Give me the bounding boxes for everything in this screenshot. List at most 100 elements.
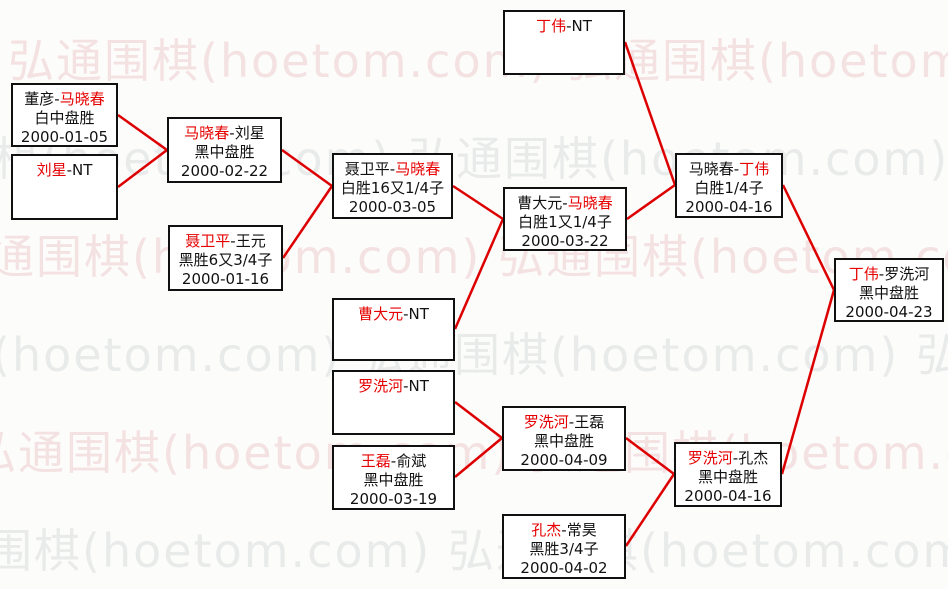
match-luoxihe-bye: 罗洗河-NT: [332, 370, 455, 435]
match-date: 2000-04-16: [685, 198, 773, 216]
match-date: 2000-04-02: [520, 559, 608, 577]
watermark-row: 弘通围棋(hoetom.com) 弘通围棋(hoetom.com) 弘通围棋(h…: [8, 34, 948, 88]
match-result: 黑中盘胜: [363, 471, 424, 489]
match-liuxing-bye: 刘星-NT: [11, 154, 118, 220]
match-maxiaochun-liuxing: 马晓春-刘星 黑中盘胜 2000-02-22: [167, 117, 282, 183]
connector-line: [281, 185, 334, 259]
winner-name: 马晓春: [184, 124, 230, 142]
connector-line: [117, 149, 168, 188]
match-date: 2000-04-23: [845, 303, 933, 321]
match-kongjie-changhao: 孔杰-常昊 黑胜3/4子 2000-04-02: [502, 514, 626, 579]
player-name: -王磊: [568, 413, 605, 431]
match-date: 2000-04-16: [684, 487, 772, 505]
winner-name: 马晓春: [567, 194, 613, 212]
match-result: 黑胜6又3/4子: [178, 251, 273, 269]
watermark-row: 弘通围棋(hoetom.com) 弘通围棋(hoetom.com) 弘通围棋(h…: [0, 524, 948, 578]
match-result: 黑胜3/4子: [529, 540, 599, 558]
match-wanglei-yubin: 王磊-俞斌 黑中盘胜 2000-03-19: [332, 445, 455, 510]
player-name: 马晓春-: [688, 160, 740, 178]
match-date: 2000-03-22: [521, 232, 609, 250]
match-date: 2000-04-09: [520, 451, 608, 469]
match-dingwei-bye: 丁伟-NT: [503, 10, 625, 75]
match-maxiaochun-dingwei: 马晓春-丁伟 白胜1/4子 2000-04-16: [675, 153, 783, 218]
player-name: -常昊: [561, 521, 597, 539]
winner-name: 罗洗河: [523, 413, 569, 431]
player-name: 董彦-: [24, 90, 60, 108]
match-date: 2000-03-05: [348, 198, 437, 216]
winner-name: 马晓春: [59, 90, 105, 108]
winner-name: 刘星: [36, 161, 67, 179]
match-players: 孔杰-常昊: [504, 521, 624, 540]
match-result: 黑中盘胜: [858, 284, 919, 302]
winner-name: 丁伟: [739, 160, 770, 178]
player-name: 曹大元-: [517, 194, 568, 212]
watermark-row: 弘通围棋(hoetom.com) 弘通围棋(hoetom.com) 弘通围棋(h…: [0, 328, 948, 382]
connector-line: [623, 41, 677, 186]
winner-name: 孔杰: [531, 521, 562, 539]
connector-line: [117, 113, 168, 152]
match-players: 曹大元-马晓春: [505, 194, 625, 213]
match-result: 黑中盘胜: [697, 468, 758, 486]
match-date: 2000-01-05: [20, 128, 109, 146]
match-date: 2000-01-16: [181, 270, 270, 288]
winner-name: 丁伟: [536, 17, 567, 35]
match-result: 白胜1又1/4子: [518, 213, 612, 231]
connector-line: [780, 289, 836, 475]
match-luoxihe-wanglei: 罗洗河-王磊 黑中盘胜 2000-04-09: [502, 406, 626, 471]
match-nieweiping-wangyuan: 聂卫平-王元 黑胜6又3/4子 2000-01-16: [168, 225, 283, 291]
player-name: -NT: [66, 161, 93, 179]
winner-name: 罗洗河: [687, 449, 733, 467]
player-name: -NT: [403, 305, 429, 323]
connector-line: [453, 218, 505, 330]
match-caodayuan-maxiaochun: 曹大元-马晓春 白胜1又1/4子 2000-03-22: [503, 187, 627, 251]
player-name: -NT: [566, 17, 592, 35]
player-name: -刘星: [229, 124, 265, 142]
winner-name: 丁伟: [848, 265, 879, 283]
watermark-row: 弘通围棋(hoetom.com) 弘通围棋(hoetom.com) 弘通围棋(h…: [0, 426, 948, 480]
winner-name: 聂卫平: [185, 232, 231, 250]
player-name: -NT: [403, 377, 429, 395]
connector-line: [452, 184, 504, 221]
match-players: 马晓春-丁伟: [677, 160, 781, 179]
player-name: 聂卫平-: [344, 160, 396, 178]
connector-line: [624, 473, 676, 547]
player-name: -罗洗河: [878, 265, 930, 283]
winner-name: 马晓春: [395, 160, 441, 178]
match-players: 王磊-俞斌: [334, 452, 453, 471]
match-players: 聂卫平-王元: [170, 232, 281, 251]
watermark-row: 弘通围棋(hoetom.com) 弘通围棋(hoetom.com) 弘通围棋(h…: [0, 123, 948, 189]
connector-line: [781, 184, 836, 291]
match-players: 马晓春-刘星: [169, 124, 280, 143]
watermark-row: 弘通围棋(hoetom.com) 弘通围棋(hoetom.com) 弘通围棋(h…: [0, 230, 948, 284]
winner-name: 王磊: [360, 452, 391, 470]
match-players: 刘星-NT: [13, 161, 116, 180]
match-players: 丁伟-NT: [505, 17, 623, 36]
connector-line: [454, 437, 503, 478]
match-dingwei-luoxihe: 丁伟-罗洗河 黑中盘胜 2000-04-23: [834, 258, 944, 322]
match-result: 黑中盘胜: [194, 143, 255, 161]
connector-line: [625, 437, 675, 475]
match-players: 曹大元-NT: [334, 305, 453, 324]
match-players: 聂卫平-马晓春: [334, 160, 451, 179]
match-dongyan-maxiaochun: 董彦-马晓春 白中盘胜 2000-01-05: [11, 83, 118, 147]
match-caodayuan-bye: 曹大元-NT: [332, 298, 455, 361]
connector-line: [281, 148, 333, 188]
match-result: 白胜1/4子: [694, 179, 764, 197]
connector-line: [454, 401, 503, 439]
match-result: 白胜16又1/4子: [340, 179, 445, 197]
player-name: -孔杰: [732, 449, 769, 467]
player-name: -俞斌: [390, 452, 427, 470]
winner-name: 罗洗河: [358, 377, 404, 395]
match-date: 2000-03-19: [349, 490, 438, 508]
match-players: 董彦-马晓春: [13, 90, 116, 109]
match-players: 罗洗河-王磊: [504, 413, 624, 432]
match-players: 罗洗河-NT: [334, 377, 453, 396]
connector-line: [626, 183, 676, 221]
match-players: 罗洗河-孔杰: [676, 449, 780, 468]
match-nieweiping-maxiaochun: 聂卫平-马晓春 白胜16又1/4子 2000-03-05: [332, 153, 453, 219]
winner-name: 曹大元: [358, 305, 404, 323]
